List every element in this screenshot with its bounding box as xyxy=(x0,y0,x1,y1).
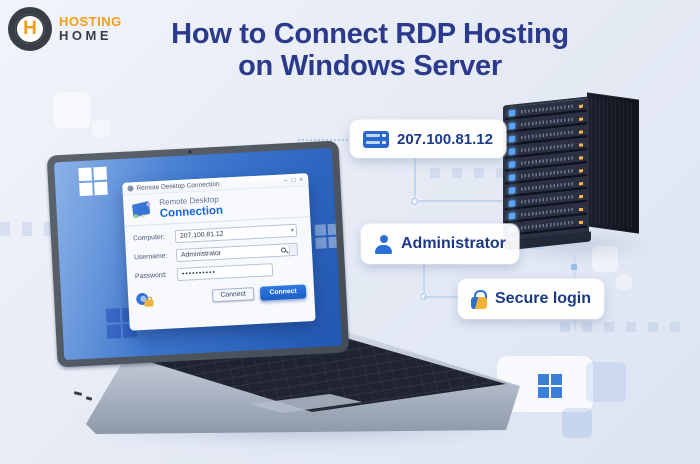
computer-label: Computer: xyxy=(132,233,165,243)
server-vents xyxy=(521,101,574,243)
computer-input[interactable]: 207.100.81.12 ▾ xyxy=(174,223,298,244)
page-title-line2: on Windows Server xyxy=(238,50,502,83)
window-controls: – □ × xyxy=(284,176,304,184)
chevron-down-icon[interactable]: ▾ xyxy=(290,227,295,234)
password-input[interactable]: •••••••••• xyxy=(176,262,274,281)
connector-node xyxy=(571,264,577,270)
administrator-badge: Administrator xyxy=(361,224,519,264)
windows-logo-icon xyxy=(78,166,108,197)
padlock-icon xyxy=(144,296,154,306)
username-input[interactable]: Administrator xyxy=(175,242,299,263)
secure-connection-icon xyxy=(136,291,157,308)
ip-address-badge: 207.100.81.12 xyxy=(350,120,506,158)
username-value: Administrator xyxy=(180,249,222,259)
connect-secondary-button[interactable]: Connect xyxy=(211,287,255,303)
dialog-footer: Connect Connect xyxy=(136,283,307,308)
connect-primary-button[interactable]: Connect xyxy=(259,284,307,301)
server-ip-icon xyxy=(363,130,389,148)
laptop-lid: Remote Desktop Connection – □ × Remote D… xyxy=(46,140,350,368)
pixel-texture xyxy=(560,322,680,332)
connector-line xyxy=(298,139,348,141)
search-icon[interactable] xyxy=(280,247,287,253)
username-row: Username: Administrator xyxy=(134,242,304,264)
close-icon[interactable]: × xyxy=(299,175,304,184)
password-row: Password: •••••••••• xyxy=(135,261,305,283)
password-label: Password: xyxy=(134,271,167,281)
gear-badge-icon: H xyxy=(8,7,52,51)
laptop-screen: Remote Desktop Connection – □ × Remote D… xyxy=(54,147,342,361)
page-title-line1: How to Connect RDP Hosting xyxy=(171,18,569,50)
deco-square xyxy=(592,246,618,272)
rdp-connection-dialog: Remote Desktop Connection – □ × Remote D… xyxy=(122,173,316,331)
lock-icon xyxy=(471,289,487,309)
deco-square xyxy=(586,362,626,402)
brand-monogram: H xyxy=(15,14,45,44)
connector-node xyxy=(411,198,418,205)
server-tower xyxy=(503,96,589,248)
username-label: Username: xyxy=(133,252,168,262)
computer-row: Computer: 207.100.81.12 ▾ xyxy=(133,223,303,245)
windows-logo-icon xyxy=(538,374,562,398)
header-line2: Connection xyxy=(159,204,224,220)
brand-logo: H HOSTING HOME xyxy=(8,7,122,51)
connector-line xyxy=(414,158,416,202)
webcam-icon xyxy=(188,150,192,154)
connector-line xyxy=(424,296,461,298)
app-icon xyxy=(127,185,134,192)
minimize-icon[interactable]: – xyxy=(283,176,288,184)
connector-line xyxy=(423,264,425,296)
pixel-texture xyxy=(430,168,550,178)
windows-logo-icon xyxy=(314,223,340,249)
user-icon xyxy=(374,234,393,254)
maximize-icon[interactable]: □ xyxy=(291,176,296,184)
remote-desktop-icon xyxy=(131,201,154,219)
ip-address-label: 207.100.81.12 xyxy=(397,130,493,148)
username-dropdown-button[interactable] xyxy=(288,243,298,256)
deco-square xyxy=(92,120,110,138)
laptop-port xyxy=(73,391,83,396)
secure-login-label: Secure login xyxy=(495,290,592,307)
laptop-port xyxy=(85,396,93,401)
server-indicator-column xyxy=(579,100,583,237)
brand-wordmark: HOSTING HOME xyxy=(59,15,122,42)
connector-line xyxy=(415,200,505,202)
brand-word-home: HOME xyxy=(59,28,112,43)
computer-value: 207.100.81.12 xyxy=(179,230,224,240)
password-value: •••••••••• xyxy=(181,268,216,278)
server-tower-side xyxy=(587,92,639,234)
administrator-label: Administrator xyxy=(401,235,506,252)
page-title: How to Connect RDP Hosting on Windows Se… xyxy=(120,18,620,83)
deco-square xyxy=(562,408,592,438)
secure-login-badge: Secure login xyxy=(458,279,605,319)
deco-square xyxy=(54,92,90,128)
brand-word-hosting: HOSTING xyxy=(59,14,122,30)
deco-square xyxy=(616,274,632,290)
